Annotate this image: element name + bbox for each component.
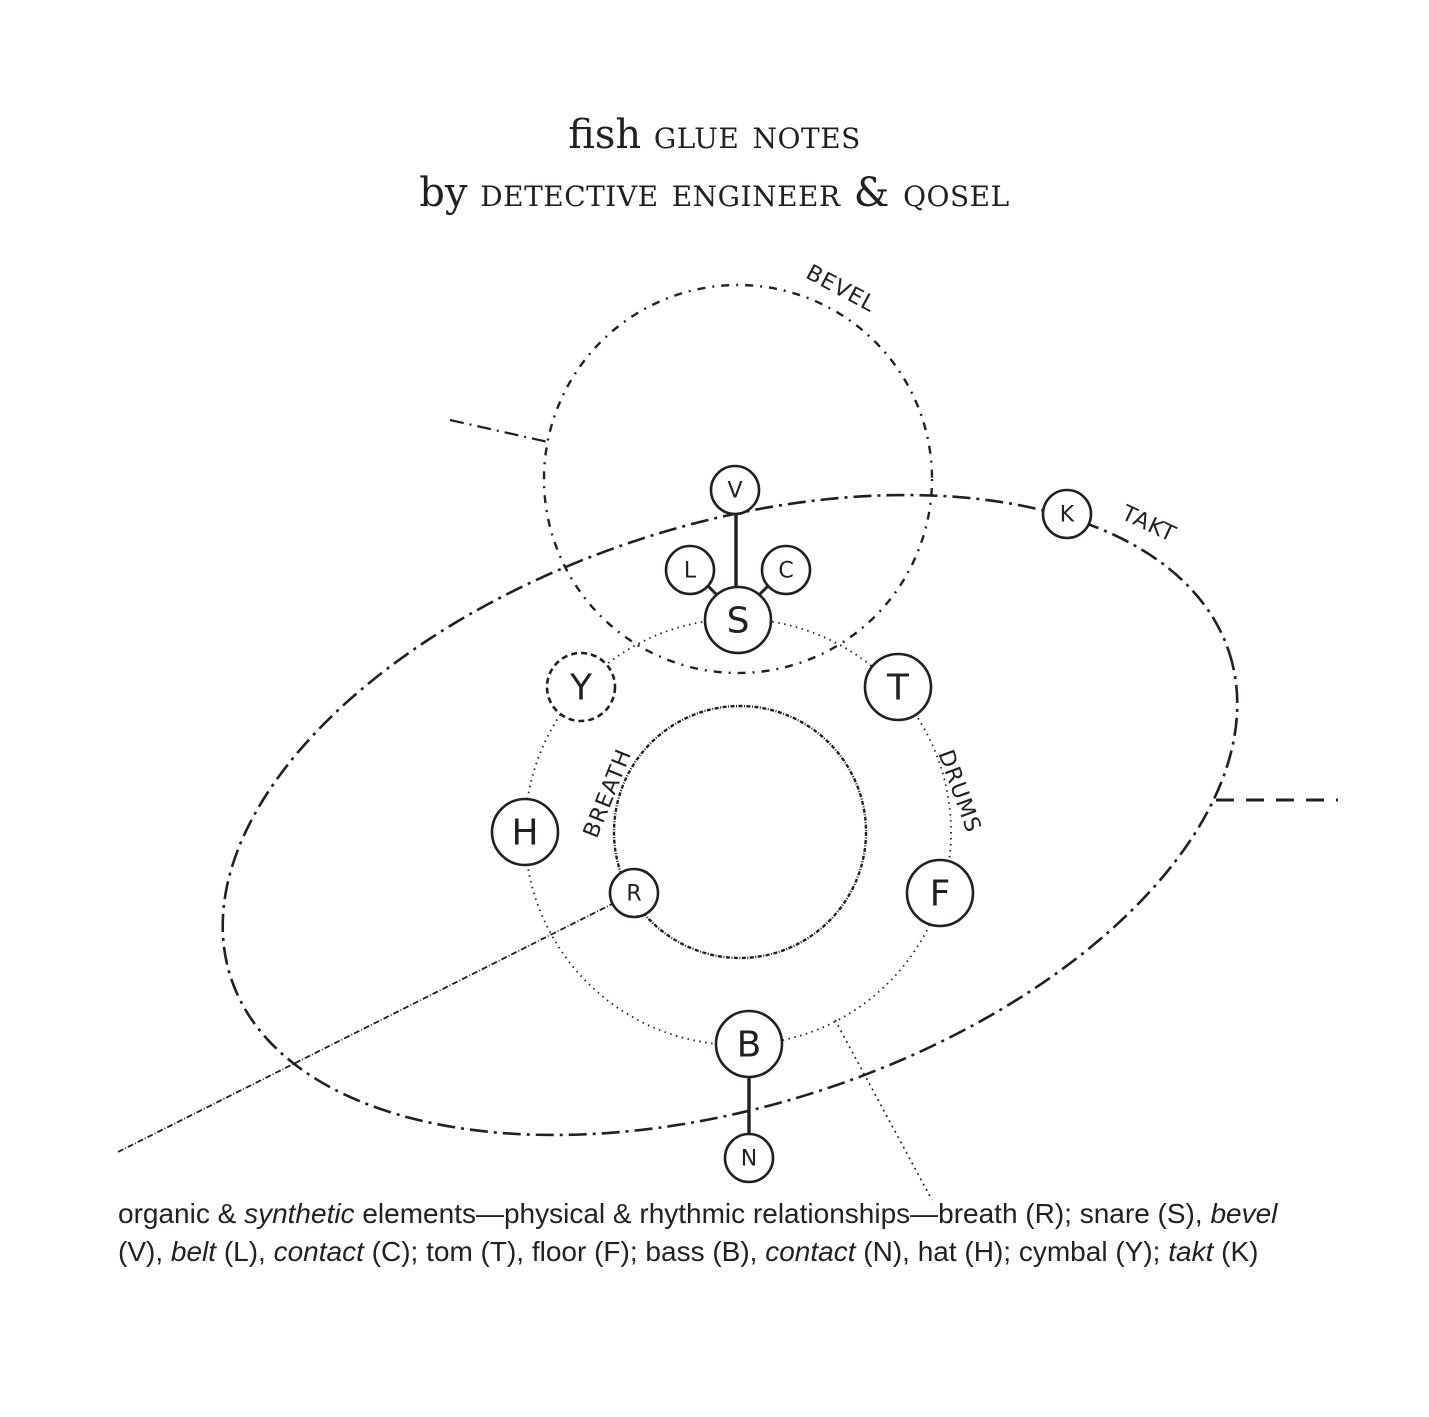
node-hat-circle bbox=[490, 797, 560, 867]
node-contact-c: C bbox=[760, 544, 812, 596]
caption-part: (L), bbox=[216, 1236, 274, 1267]
caption-part: (K) bbox=[1213, 1236, 1259, 1267]
node-cymbal-letter: Y bbox=[569, 668, 593, 709]
node-tom: T bbox=[863, 652, 933, 722]
caption-part: (N), hat (H); cymbal (Y); bbox=[855, 1236, 1169, 1267]
node-breath: R bbox=[608, 867, 660, 919]
title-line-1: fish glue notes bbox=[0, 112, 1429, 158]
node-contact-n: N bbox=[723, 1132, 775, 1184]
node-floor-letter: F bbox=[930, 874, 951, 915]
node-snare-letter: S bbox=[727, 601, 750, 642]
node-cymbal: Y bbox=[545, 651, 617, 723]
node-floor: F bbox=[905, 858, 975, 928]
node-contact-c-circle bbox=[760, 544, 812, 596]
node-belt: L bbox=[664, 544, 716, 596]
caption-part-italic: takt bbox=[1168, 1236, 1214, 1267]
node-breath-circle bbox=[608, 867, 660, 919]
node-belt-letter: L bbox=[684, 559, 697, 584]
node-cymbal-circle bbox=[545, 651, 617, 723]
node-contact-n-letter: N bbox=[741, 1147, 757, 1172]
node-snare-circle bbox=[703, 585, 773, 655]
title-glue-notes: glue notes bbox=[653, 112, 861, 158]
takt-ellipse bbox=[221, 493, 1239, 1137]
node-hat: H bbox=[490, 797, 560, 867]
diagram-caption: organic & synthetic elements—physical & … bbox=[118, 1195, 1318, 1271]
node-breath-letter: R bbox=[626, 882, 641, 907]
caption-part: (V), bbox=[118, 1236, 171, 1267]
node-bevel: V bbox=[709, 464, 761, 516]
caption-part-italic: contact bbox=[273, 1236, 364, 1267]
node-contact-n-circle bbox=[723, 1132, 775, 1184]
node-bass-circle bbox=[714, 1009, 784, 1079]
node-contact-c-letter: C bbox=[778, 559, 793, 584]
node-hat-letter: H bbox=[511, 813, 538, 854]
bass-extension-line bbox=[834, 1019, 933, 1201]
node-tom-circle bbox=[863, 652, 933, 722]
title-by: by bbox=[419, 170, 468, 216]
title-fish: fish bbox=[568, 112, 642, 158]
node-takt-letter: K bbox=[1060, 503, 1075, 528]
caption-part-italic: belt bbox=[170, 1236, 217, 1267]
node-takt-circle bbox=[1041, 488, 1093, 540]
breath-circle bbox=[612, 704, 868, 960]
title-authors: detective engineer & qosel bbox=[480, 170, 1010, 216]
node-takt: K bbox=[1041, 488, 1093, 540]
bevel-tangent-line bbox=[449, 418, 549, 444]
node-floor-circle bbox=[905, 858, 975, 928]
caption-part: (C); tom (T), floor (F); bass (B), bbox=[363, 1236, 766, 1267]
breath-extension-line bbox=[117, 892, 635, 1153]
node-bass-letter: B bbox=[737, 1025, 762, 1066]
title-line-2: by detective engineer & qosel bbox=[0, 170, 1429, 216]
caption-part-italic: contact bbox=[765, 1236, 856, 1267]
node-tom-letter: T bbox=[886, 668, 910, 709]
drums-label: DRUMS bbox=[932, 747, 985, 837]
caption-part: elements—physical & rhythmic relationshi… bbox=[354, 1198, 1211, 1229]
breath-label: BREATH bbox=[579, 745, 637, 841]
bevel-label: BEVEL bbox=[802, 260, 880, 317]
node-snare: S bbox=[703, 585, 773, 655]
caption-part-italic: synthetic bbox=[244, 1198, 355, 1229]
node-bevel-circle bbox=[709, 464, 761, 516]
node-belt-circle bbox=[664, 544, 716, 596]
node-bass: B bbox=[714, 1009, 784, 1079]
caption-part: organic & bbox=[118, 1198, 245, 1229]
bevel-circle bbox=[542, 283, 934, 675]
node-bevel-letter: V bbox=[727, 479, 742, 504]
caption-part-italic: bevel bbox=[1210, 1198, 1278, 1229]
